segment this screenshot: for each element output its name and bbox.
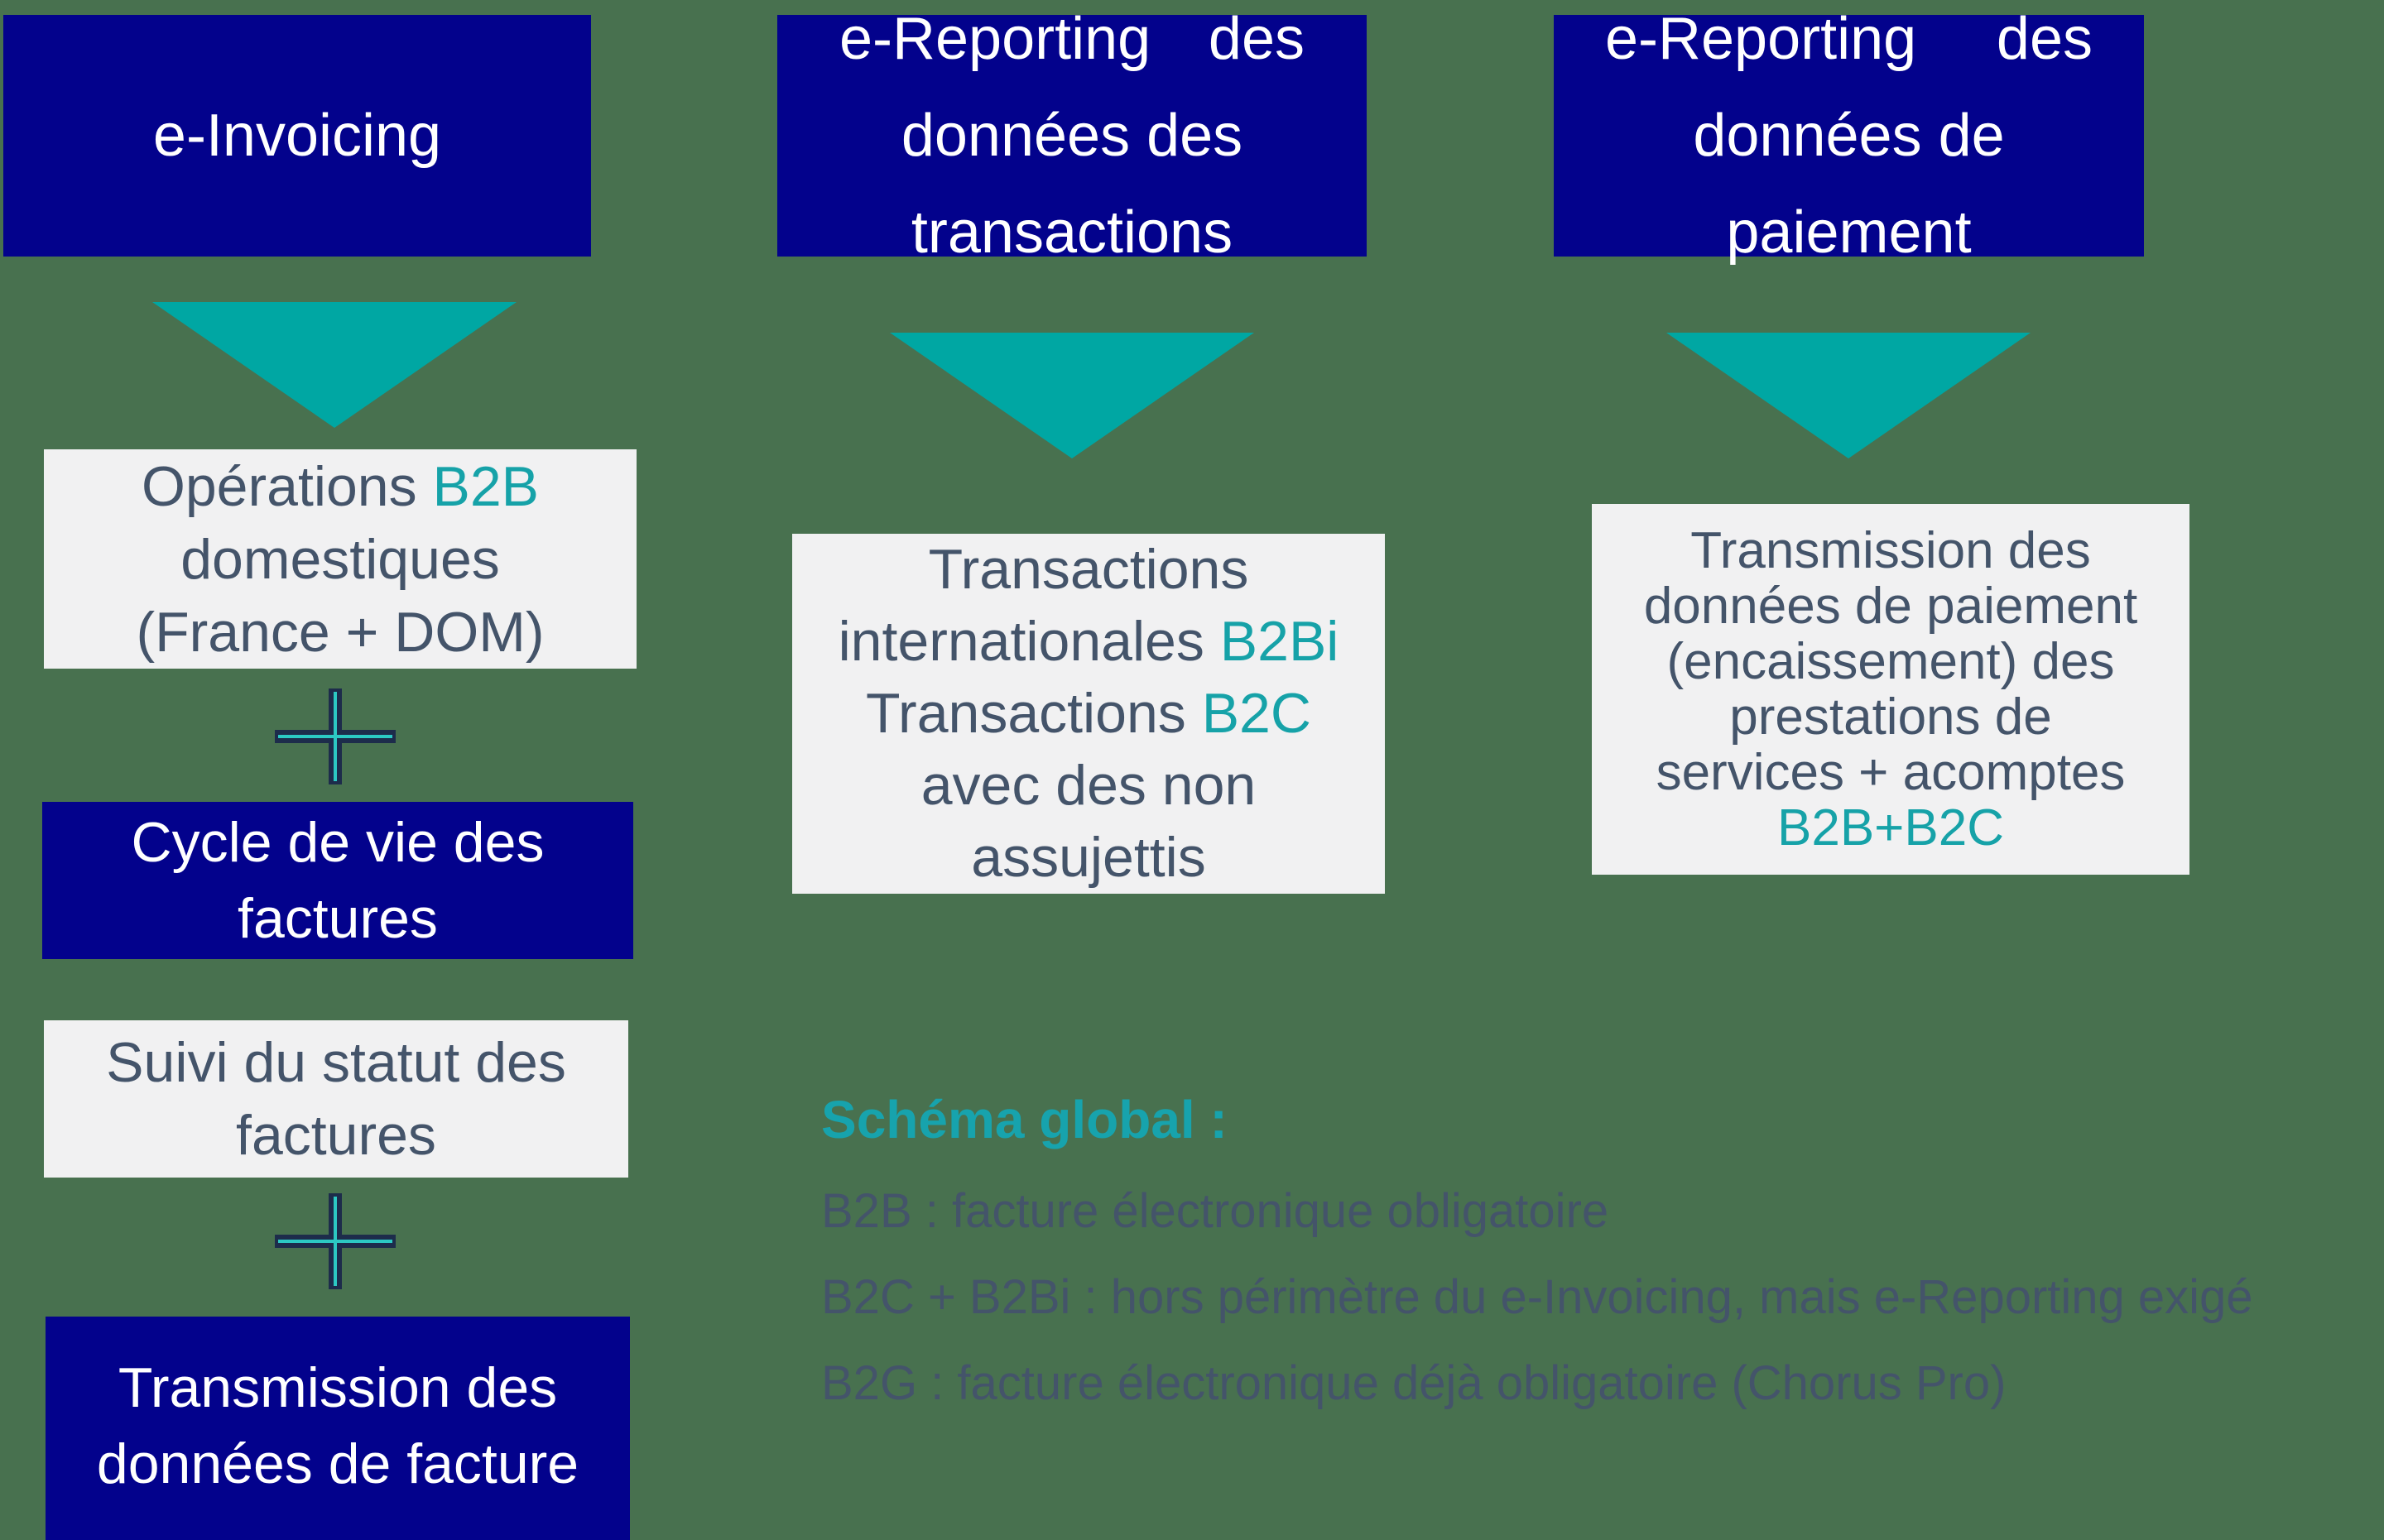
e-reporting-paiement-header-box: e-Reporting des données de paiement — [1554, 6, 2144, 266]
text-line: B2B+B2C — [1776, 799, 2004, 856]
transmission-facture-text: Transmission des données de facture — [97, 1350, 579, 1502]
header-line3: transactions — [911, 199, 1233, 266]
suivi-statut-text: Suivi du statut des factures — [106, 1026, 566, 1172]
header-word-left: e-Reporting — [839, 5, 1151, 72]
text-line: prestations de — [1729, 688, 2052, 746]
plus-icon — [275, 1193, 396, 1289]
text-line: (France + DOM) — [136, 600, 545, 664]
arrow-down-icon — [152, 302, 517, 428]
header-justified-line: e-Reporting des — [1605, 0, 2093, 88]
header-justified-line: e-Reporting des — [839, 0, 1305, 88]
legend-item-b2c-b2bi: B2C + B2Bi : hors périmètre du e-Invoici… — [821, 1270, 2253, 1324]
text-line: Transactions B2C — [866, 682, 1311, 745]
e-invoicing-header-box: e-Invoicing — [3, 15, 591, 257]
operations-b2b-text: Opérations B2B domestiques (France + DOM) — [136, 450, 544, 669]
text-line: données de facture — [96, 1432, 579, 1495]
plus-icon — [275, 688, 396, 784]
header-line2: données de — [1693, 102, 2005, 169]
text-line: Transmission des — [118, 1356, 558, 1419]
legend-item-b2g: B2G : facture électronique déjà obligato… — [821, 1356, 2007, 1410]
text-line: (encaissement) des — [1666, 633, 2115, 690]
text-line: Transactions — [928, 538, 1249, 601]
legend-item-b2b: B2B : facture électronique obligatoire — [821, 1184, 1609, 1238]
text-line: Opérations B2B — [141, 454, 540, 518]
text-line: internationales B2Bi — [838, 610, 1339, 673]
text-line: Transmission des — [1690, 522, 2091, 579]
text-line: Cycle de vie des — [131, 811, 545, 874]
text-line: données de paiement — [1643, 578, 2138, 635]
header-word-right: des — [1208, 5, 1305, 72]
e-reporting-transactions-header-box: e-Reporting des données des transactions — [777, 6, 1367, 266]
header-word-right: des — [1996, 5, 2093, 72]
legend-title: Schéma global : — [821, 1090, 1228, 1149]
text-line: avec des non — [920, 754, 1257, 817]
e-invoicing-header-label: e-Invoicing — [152, 102, 442, 169]
header-line2: données des — [901, 102, 1243, 169]
text-line: assujettis — [971, 826, 1206, 889]
transmission-facture-box: Transmission des données de facture — [46, 1317, 630, 1540]
text-line: domestiques — [180, 527, 500, 591]
header-word-left: e-Reporting — [1605, 5, 1917, 72]
plus-vertical-line — [334, 692, 337, 781]
text-line: Suivi du statut des — [106, 1031, 566, 1094]
cycle-de-vie-text: Cycle de vie des factures — [132, 804, 545, 957]
text-line: services + acomptes — [1656, 744, 2126, 801]
text-line: factures — [236, 1104, 436, 1167]
arrow-down-icon — [1666, 333, 2031, 458]
cycle-de-vie-box: Cycle de vie des factures — [42, 802, 633, 959]
plus-vertical-line — [334, 1197, 337, 1286]
suivi-statut-box: Suivi du statut des factures — [44, 1020, 628, 1178]
operations-b2b-box: Opérations B2B domestiques (France + DOM) — [44, 449, 637, 669]
text-line: factures — [238, 887, 438, 950]
header-line3: paiement — [1726, 199, 1972, 266]
arrow-down-icon — [890, 333, 1254, 458]
